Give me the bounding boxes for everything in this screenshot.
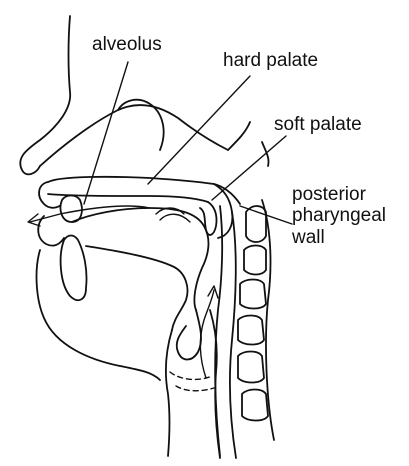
lower-lip [38,216,64,246]
chin-jaw [37,250,160,380]
upper-teeth [60,196,81,223]
pharyngeal-wall [215,206,222,456]
epiglottis [177,310,201,360]
label-posterior-line-3: wall [292,227,386,248]
label-posterior-pharyngeal-wall: posterior pharyngeal wall [292,184,386,248]
nasal-cavity-outline [40,105,228,166]
cervical-vertebrae [238,206,268,421]
soft-palate [200,202,217,235]
neck-back-line [230,212,236,458]
skull-base-outline [228,122,269,166]
label-posterior-line-1: posterior [292,184,386,205]
vocal-folds [170,372,214,391]
nose-outline [20,16,70,174]
lower-teeth [61,236,87,301]
larynx-front [166,330,172,456]
tongue-underside [86,246,187,330]
label-posterior-line-2: pharyngeal [292,205,386,226]
leader-soft-palate [212,136,286,200]
label-soft-palate: soft palate [274,114,362,135]
leader-alveolus [84,62,128,204]
label-hard-palate: hard palate [223,50,318,71]
airflow-arrow-rising [200,290,214,378]
label-alveolus: alveolus [92,34,162,55]
